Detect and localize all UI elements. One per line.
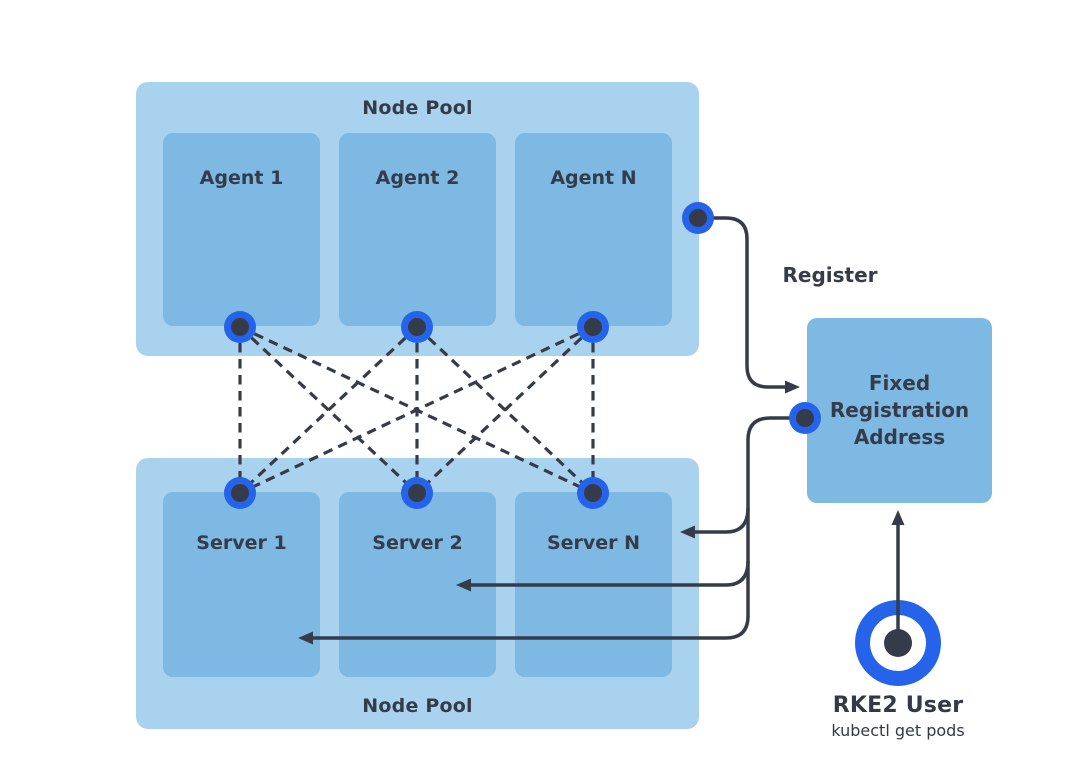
server-1-box: Server 1 bbox=[163, 492, 320, 677]
agent-n-box: Agent N bbox=[515, 133, 672, 326]
fra-line-3: Address bbox=[853, 425, 946, 449]
fra-line-2: Registration bbox=[829, 398, 970, 422]
server-2-box: Server 2 bbox=[339, 492, 496, 677]
rke2-user-icon bbox=[855, 510, 941, 686]
register-label: Register bbox=[782, 263, 878, 287]
node-pool-agents-title: Node Pool bbox=[362, 97, 473, 119]
agent-2-box: Agent 2 bbox=[339, 133, 496, 326]
register-arrow bbox=[706, 216, 800, 394]
server-n-label: Server N bbox=[546, 532, 641, 554]
kubectl-command-label: kubectl get pods bbox=[831, 721, 965, 740]
fixed-registration-address-box: Fixed Registration Address bbox=[807, 318, 992, 503]
agent-1-box: Agent 1 bbox=[163, 133, 320, 326]
server-2-label: Server 2 bbox=[372, 532, 463, 554]
node-pool-servers: Server 1 Server 2 Server N Node Pool bbox=[136, 458, 699, 729]
server-1-label: Server 1 bbox=[196, 532, 287, 554]
rke2-user-label: RKE2 User bbox=[832, 693, 964, 718]
fra-to-server-n-arrow bbox=[680, 507, 750, 539]
node-pool-agents: Node Pool Agent 1 Agent 2 Agent N bbox=[136, 82, 699, 356]
agent-2-label: Agent 2 bbox=[375, 167, 460, 189]
fra-line-1: Fixed bbox=[868, 371, 931, 395]
node-pool-servers-title: Node Pool bbox=[362, 695, 473, 717]
agent-n-label: Agent N bbox=[550, 167, 637, 189]
server-n-box: Server N bbox=[515, 492, 672, 677]
agent-1-label: Agent 1 bbox=[199, 167, 284, 189]
